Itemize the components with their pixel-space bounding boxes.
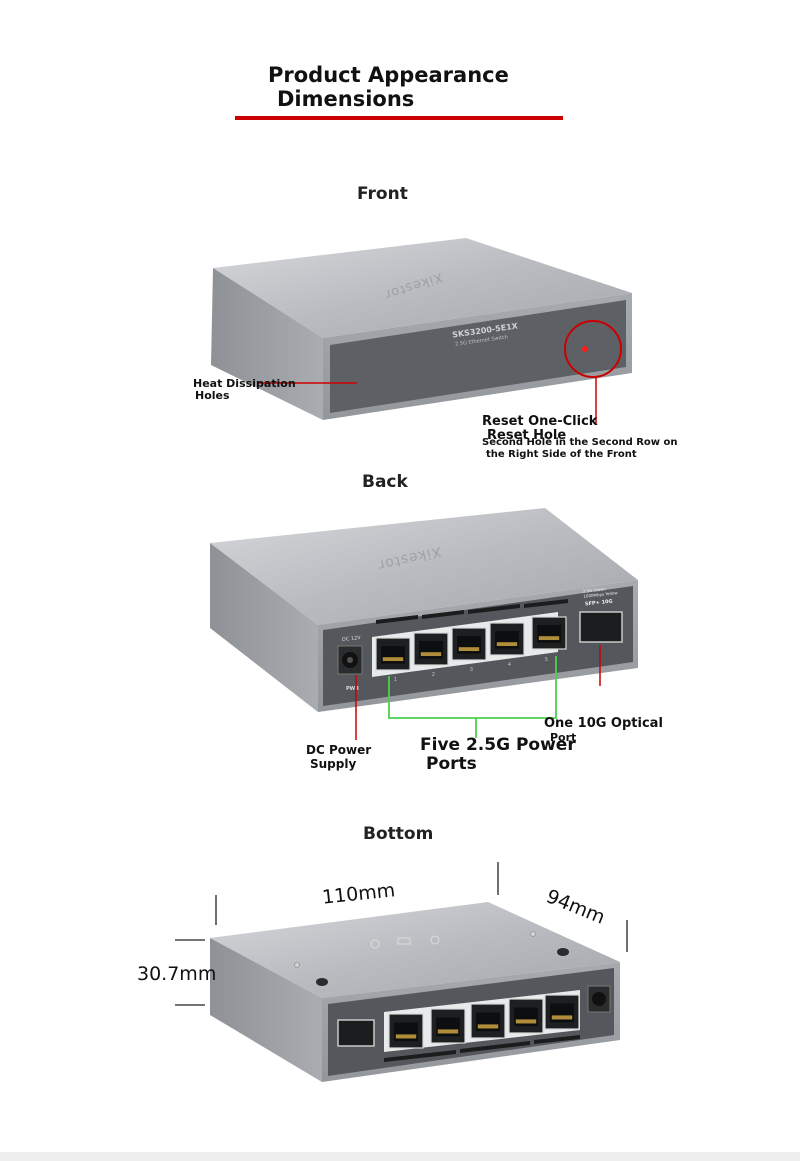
port-number: 4 [508, 662, 511, 668]
rj45-port-icon [451, 627, 487, 661]
rj45-port-icon [531, 616, 567, 650]
port-number: 1 [394, 677, 397, 683]
back-brand-logo: Xikestor [376, 542, 443, 574]
bottom-heading: Bottom [363, 824, 434, 844]
front-heading: Front [357, 184, 408, 204]
optical-label-line2: Port [550, 731, 577, 744]
sfp-text: SFP+ 10G [584, 598, 613, 608]
dc-power-label-line2: Supply [310, 757, 357, 771]
height-dimension: 30.7mm [137, 963, 217, 985]
heat-label-line1: Heat Dissipation [193, 377, 296, 390]
five-ports-label-line1: Five 2.5G Power [420, 735, 576, 755]
rj45-port-icon [489, 622, 525, 656]
reset-note-line2: the Right Side of the Front [486, 449, 637, 460]
rj45-port-icon [430, 1008, 466, 1044]
reset-note: Second Hole in the Second Row on the Rig… [482, 437, 677, 461]
heat-label-line2: Holes [195, 389, 230, 402]
reset-label: Reset One-Click Reset Hole [482, 415, 597, 443]
heat-dissipation-label: Heat Dissipation Holes [193, 378, 296, 402]
port-number: 3 [470, 667, 473, 673]
rj45-port-icon [388, 1013, 424, 1049]
rj45-port-icon [375, 637, 411, 671]
dc-power-label: DC Power Supply [306, 743, 371, 771]
dc-12v-text: DC 12V [341, 635, 361, 643]
optical-label-line1: One 10G Optical [544, 716, 663, 731]
rj45-port-icon [470, 1003, 506, 1039]
five-ports-label: Five 2.5G Power Ports [420, 736, 576, 774]
five-ports-label-line2: Ports [426, 754, 477, 774]
page-bottom-band [0, 1152, 800, 1161]
port-number: 5 [545, 657, 548, 663]
rj45-port-icon [508, 998, 544, 1034]
depth-dimension: 94mm [543, 885, 609, 929]
reset-note-line1: Second Hole in the Second Row on [482, 437, 678, 448]
front-brand-logo: Xikestor [382, 268, 445, 303]
dc-power-label-line1: DC Power [306, 743, 372, 757]
width-dimension: 110mm [321, 879, 397, 909]
page-title-line2: Dimensions [277, 87, 415, 111]
rj45-port-icon [544, 994, 580, 1030]
led-legend: 2.5G Green 1000Mbps Yellow [583, 585, 618, 598]
optical-port-label: One 10G Optical Port [544, 717, 663, 745]
reset-label-line1: Reset One-Click [482, 414, 598, 429]
rj45-port-icon [413, 632, 449, 666]
sfp-port-icon [579, 611, 623, 643]
title-underline [235, 116, 563, 120]
pwr-text: PWR [346, 686, 360, 692]
page-title-line1: Product Appearance [268, 63, 509, 87]
reset-label-line2: Reset Hole [487, 428, 567, 443]
port-number: 2 [432, 672, 435, 678]
back-heading: Back [362, 472, 408, 492]
